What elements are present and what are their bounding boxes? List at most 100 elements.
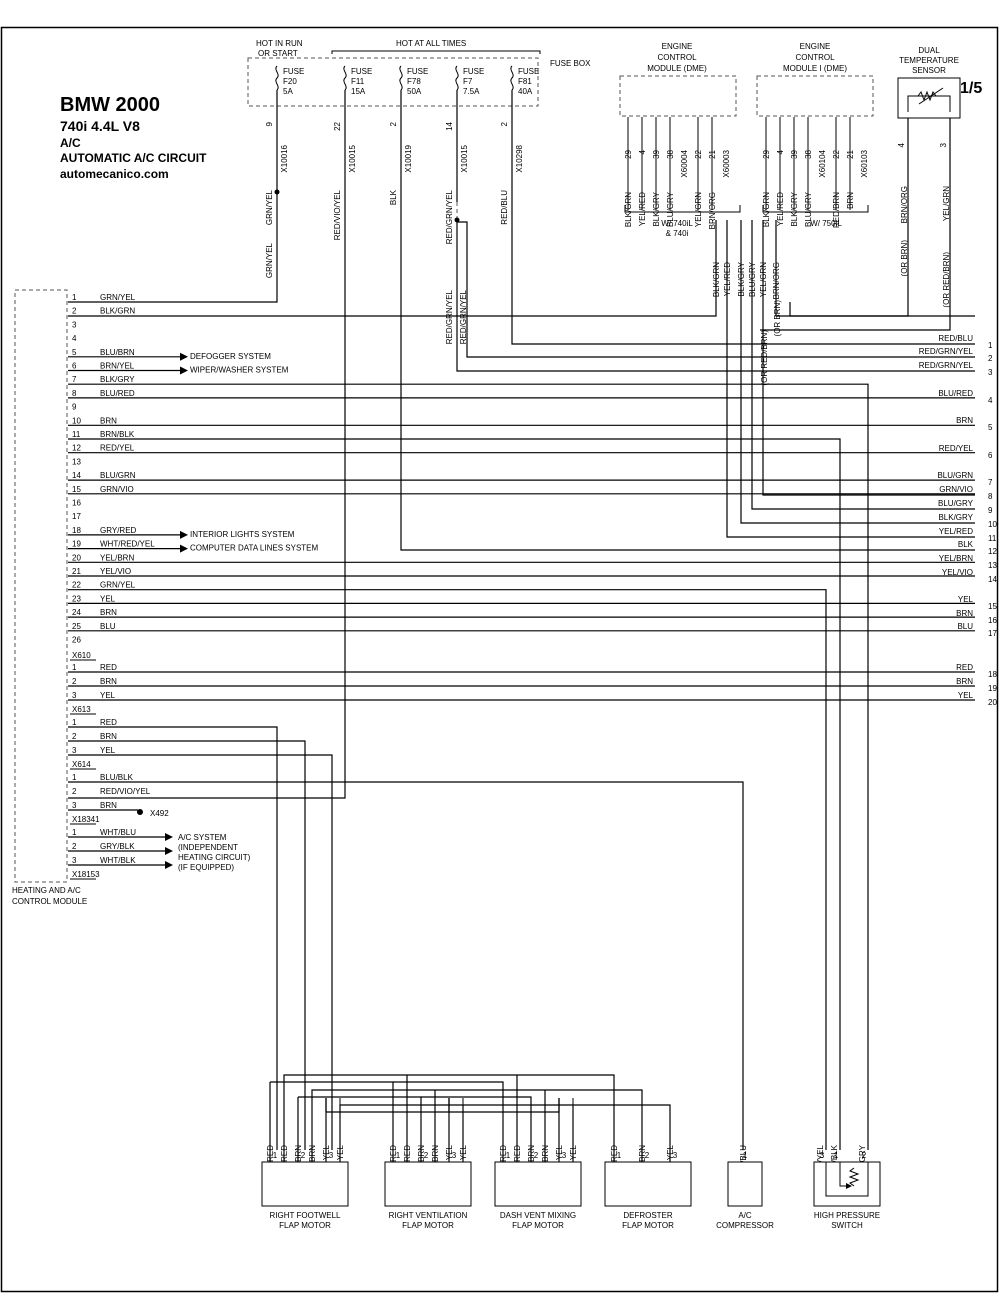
arrow-icon: [846, 1183, 852, 1189]
right-ref-number: 3: [988, 368, 993, 377]
hp-switch-loop: [825, 1162, 869, 1197]
sensor-label-2: TEMPERATURE: [899, 56, 959, 65]
module-pin-wire: YEL/VIO: [100, 567, 131, 576]
wire-blk-gry-hp: [68, 383, 869, 1150]
right-ref-number: 6: [988, 451, 993, 460]
module-pin: 10: [72, 416, 81, 425]
fuse-rating: 50A: [407, 87, 422, 96]
module-pin-wire: RED/VIO/YEL: [100, 787, 151, 796]
ecm-wire-color: YEL/RED: [638, 192, 647, 226]
module-pin: 2: [72, 842, 77, 851]
fuse-icon: [275, 65, 279, 91]
ecm-pin: 4: [638, 149, 647, 154]
right-ref-wire: BLK: [958, 540, 974, 549]
module-pin-wire: BLK/GRN: [100, 307, 135, 316]
fuse-connector: X10298: [515, 144, 524, 172]
module-pin: 5: [72, 348, 77, 357]
motor-wire-color: YEL: [445, 1144, 454, 1160]
wire-blu-blk: [68, 781, 744, 1150]
hot-at-all-times-label: HOT AT ALL TIMES: [396, 39, 466, 48]
right-ref-wire: BRN: [956, 416, 973, 425]
module-pin-wire: BRN: [100, 608, 117, 617]
hp-pin: 3: [820, 1151, 825, 1160]
ecm-pin: 38: [804, 149, 813, 158]
motor-wire-color: RED: [280, 1145, 289, 1162]
motor-wire-color: BRN: [527, 1145, 536, 1162]
module-pin: 3: [72, 746, 77, 755]
motor-wire-color: BRN: [431, 1145, 440, 1162]
component-box: [604, 1161, 692, 1207]
motor-chain-2: [393, 1081, 504, 1098]
module-connector: X610: [72, 651, 91, 660]
module-pin-wire: BRN: [100, 677, 117, 686]
module-pin: 2: [72, 732, 77, 741]
fuse-box-outline: [247, 57, 539, 107]
fuse-pin: 2: [500, 121, 509, 126]
module-pin-wire: BRN: [100, 416, 117, 425]
wire-color: GRN/YEL: [265, 242, 274, 278]
ecm1-label-3: MODULE (DME): [647, 64, 707, 73]
right-ref-number: 11: [988, 534, 997, 543]
motor-wire-color: BRN: [541, 1145, 550, 1162]
right-ref-number: 5: [988, 423, 993, 432]
right-ref-number: 12: [988, 547, 997, 556]
ecm-pin: 38: [666, 149, 675, 158]
module-connector: X613: [72, 705, 91, 714]
fuse-wire-color: RED/VIO/YEL: [333, 189, 342, 240]
right-ref-number: 18: [988, 670, 997, 679]
ref-defogger: DEFOGGER SYSTEM: [190, 352, 271, 361]
module-pin: 4: [72, 334, 77, 343]
compressor-wire-color: BLK/BLU: [739, 1145, 748, 1178]
page-number: 1/5: [960, 80, 982, 97]
right-ref-wire: BLU/GRY: [938, 499, 974, 508]
right-ref-number: 7: [988, 478, 993, 487]
wire-yel-grn: [762, 220, 975, 496]
module-pin: 1: [72, 718, 77, 727]
module-pin-wire: RED/YEL: [100, 444, 135, 453]
wire-color: RED/GRN/YEL: [459, 289, 468, 344]
module-pin-wire: BLU/BLK: [100, 773, 134, 782]
motor-wire-color: BRN: [417, 1145, 426, 1162]
ecm-connector: X60003: [722, 149, 731, 177]
ecm1-variant-1: W/ 740iL: [661, 219, 693, 228]
ecm-wire-color: BLK/GRY: [790, 191, 799, 226]
sensor-wire-color: YEL/GRN: [942, 186, 951, 221]
component-box: [384, 1161, 472, 1207]
module-pin-wire: YEL: [100, 594, 116, 603]
module-pin: 9: [72, 403, 77, 412]
engine-control-module-1: ENGINE CONTROL MODULE (DME): [619, 42, 737, 117]
module-pin-wire: WHT/BLU: [100, 828, 136, 837]
module-pin: 14: [72, 471, 81, 480]
fuse-pin: 14: [445, 121, 454, 130]
motor-pin: 1: [506, 1151, 511, 1160]
right-ref-wire: BLU: [957, 622, 973, 631]
wire-blk-grn: [68, 220, 717, 317]
module-pin: 1: [72, 293, 77, 302]
arrow-icon: [180, 544, 188, 553]
defroster-pin: 3: [673, 1151, 678, 1160]
fuse-wire-color: RED/BLU: [500, 190, 509, 225]
motor-wire-color: YEL: [555, 1144, 564, 1160]
component-name: COMPRESSOR: [716, 1221, 774, 1230]
wire-red-grn-yel-2: [457, 221, 975, 358]
fuse-id: F81: [518, 77, 532, 86]
variant-bracket: [762, 205, 869, 213]
ecm2-outline: [756, 75, 874, 117]
ecm-wire-color: BLK/GRY: [652, 191, 661, 226]
motor-bus: [311, 1089, 643, 1162]
ecm2-variant: W/ 750iL: [810, 219, 842, 228]
ecm-pin: 22: [832, 149, 841, 158]
motor-bus: [283, 1074, 615, 1162]
ecm-wire-color: BLK/GRN: [624, 192, 633, 227]
ecm1-label-2: CONTROL: [657, 53, 697, 62]
site-label: automecanico.com: [60, 167, 169, 181]
merged-wire-color: BLU/GRY: [748, 261, 757, 297]
right-ref-wire: RED: [956, 663, 973, 672]
motor-wire-color: RED: [389, 1145, 398, 1162]
module-pin-wire: BRN: [100, 732, 117, 741]
fuse-label: FUSE: [283, 67, 304, 76]
ecm-pin: 21: [708, 149, 717, 158]
wire-blk: [400, 90, 975, 551]
fuse-icon: [399, 65, 403, 91]
